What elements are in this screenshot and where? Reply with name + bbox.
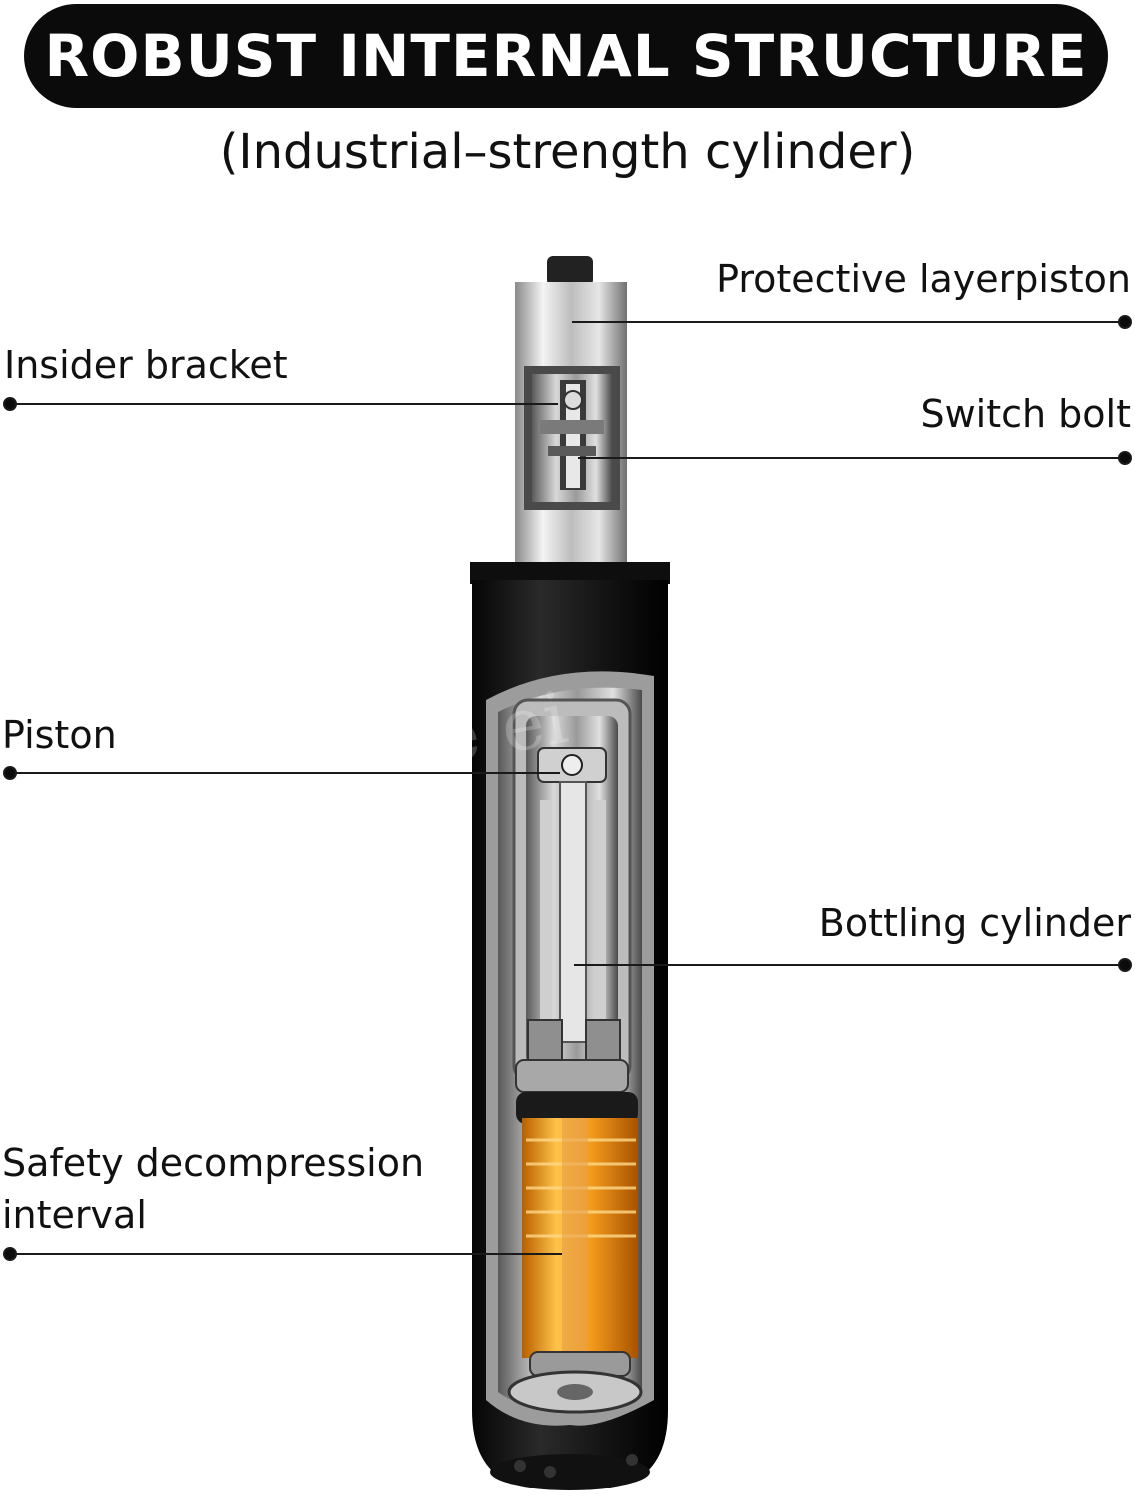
rod-cap xyxy=(547,256,593,286)
cylinder-collar xyxy=(470,562,670,584)
label-protective-layer: Protective layerpiston xyxy=(716,257,1131,301)
subtitle: (Industrial–strength cylinder) xyxy=(219,124,916,180)
label-bottling-cylinder: Bottling cylinder xyxy=(818,901,1131,945)
title-text: ROBUST INTERNAL STRUCTURE xyxy=(44,22,1088,90)
label-safety-line2: interval xyxy=(2,1193,147,1237)
label-switch-bolt: Switch bolt xyxy=(920,392,1131,436)
seal-ring xyxy=(516,1092,638,1124)
cylinder-base xyxy=(490,1454,650,1490)
label-piston: Piston xyxy=(2,713,117,757)
label-safety-line1: Safety decompression xyxy=(2,1141,425,1185)
label-insider-bracket: Insider bracket xyxy=(4,343,288,387)
title-banner: ROBUST INTERNAL STRUCTURE xyxy=(24,4,1108,108)
